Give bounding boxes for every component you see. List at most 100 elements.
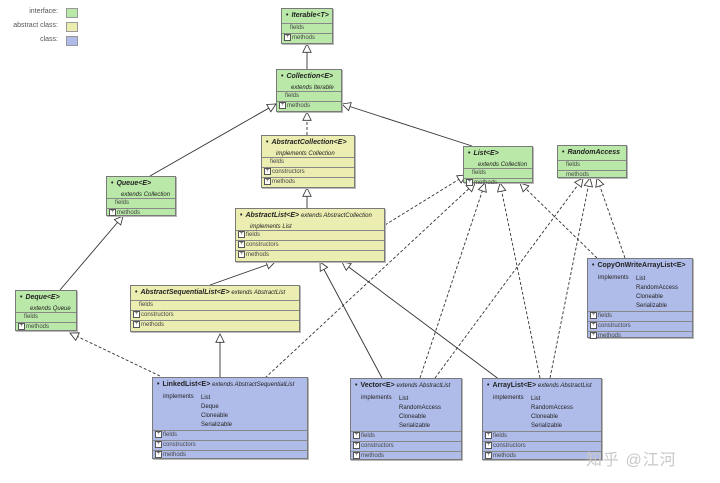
extends-line: extends AbstractList	[231, 290, 286, 296]
class-name: •AbstractCollection<E>	[266, 139, 347, 146]
methods-section[interactable]: +methods	[277, 101, 341, 111]
fields-section: fields	[282, 23, 332, 33]
methods-section[interactable]: +methods	[588, 331, 692, 341]
expand-icon[interactable]: +	[155, 441, 162, 448]
constructors-section[interactable]: +constructors	[588, 321, 692, 331]
legend-label: class:	[40, 36, 58, 43]
constructors-section[interactable]: +constructors	[236, 240, 384, 250]
methods-section[interactable]: +methods	[153, 450, 307, 460]
methods-section[interactable]: +methods	[262, 177, 354, 187]
expand-icon[interactable]: +	[485, 452, 492, 459]
node-copy-on-write-array-list[interactable]: •CopyOnWriteArrayList<E> implements List…	[587, 258, 693, 341]
expand-icon[interactable]: +	[353, 452, 360, 459]
fields-section[interactable]: +fields	[236, 230, 384, 240]
methods-section[interactable]: +methods	[351, 451, 461, 461]
expand-icon[interactable]: +	[155, 431, 162, 438]
implements-block: implements List RandomAccess Cloneable S…	[361, 395, 442, 429]
edge-vector-list	[419, 183, 485, 379]
fields-section: fields	[131, 300, 299, 310]
expand-icon[interactable]: +	[109, 209, 116, 216]
methods-section[interactable]: +methods	[464, 178, 532, 188]
expand-icon[interactable]: +	[485, 432, 492, 439]
implements-block: implements List RandomAccess Cloneable S…	[598, 275, 679, 309]
constructors-section[interactable]: +constructors	[262, 167, 354, 177]
class-name: •Queue<E>	[111, 180, 152, 187]
expand-icon[interactable]: +	[238, 251, 245, 258]
expand-icon[interactable]: +	[238, 231, 245, 238]
extends-line: extends Iterable	[291, 85, 334, 91]
expand-icon[interactable]: +	[133, 321, 140, 328]
node-random-access[interactable]: •RandomAccess fields methods	[557, 145, 627, 178]
node-collection[interactable]: •Collection<E> extends Iterable fields +…	[276, 69, 342, 112]
class-name: •RandomAccess	[562, 149, 620, 156]
legend-interface: interface:	[6, 6, 86, 20]
fields-section[interactable]: +fields	[588, 311, 692, 321]
methods-section: methods	[558, 170, 626, 180]
legend: interface: abstract class: class:	[6, 6, 86, 48]
edge-arraylist-list	[500, 183, 541, 379]
expand-icon[interactable]: +	[485, 442, 492, 449]
class-name: •Deque<E>	[20, 294, 60, 301]
fields-section[interactable]: +fields	[483, 431, 601, 441]
class-name: •Collection<E>	[281, 73, 334, 80]
node-iterable[interactable]: •Iterable<T> fields +methods	[281, 8, 333, 44]
node-queue[interactable]: •Queue<E> extends Collection fields +met…	[106, 176, 176, 216]
fields-section[interactable]: +fields	[153, 430, 307, 440]
fields-section: fields	[107, 198, 175, 208]
node-linked-list[interactable]: •LinkedList<E> extends AbstractSequentia…	[152, 377, 308, 459]
constructors-section[interactable]: +constructors	[351, 441, 461, 451]
fields-section: fields	[262, 157, 354, 167]
node-abstract-collection[interactable]: •AbstractCollection<E> implements Collec…	[261, 135, 355, 188]
legend-abstract-class: abstract class:	[6, 20, 86, 34]
expand-icon[interactable]: +	[284, 34, 291, 41]
edge-linkedlist-list	[264, 183, 475, 379]
class-name: •AbstractList<E>	[240, 212, 300, 219]
expand-icon[interactable]: +	[264, 178, 271, 185]
edge-abstractlist-list	[384, 175, 466, 226]
expand-icon[interactable]: +	[590, 312, 597, 319]
class-name: •AbstractSequentialList<E>	[135, 289, 230, 296]
extends-line: extends Collection	[478, 162, 528, 168]
constructors-section[interactable]: +constructors	[483, 441, 601, 451]
legend-class: class:	[6, 34, 86, 48]
extends-line: extends AbstractList	[396, 383, 451, 389]
expand-icon[interactable]: +	[18, 323, 25, 330]
edge-abstractsequentiallist-abstractlist	[209, 262, 275, 286]
node-deque[interactable]: •Deque<E> extends Queue fields +methods	[15, 290, 77, 331]
edge-copyonwrite-list	[520, 183, 598, 259]
methods-section[interactable]: +methods	[282, 33, 332, 43]
expand-icon[interactable]: +	[155, 451, 162, 458]
methods-section[interactable]: +methods	[483, 451, 601, 461]
methods-section[interactable]: +methods	[131, 320, 299, 330]
expand-icon[interactable]: +	[279, 102, 286, 109]
edge-linkedlist-deque	[70, 333, 161, 377]
expand-icon[interactable]: +	[264, 168, 271, 175]
node-list[interactable]: •List<E> extends Collection fields +meth…	[463, 146, 533, 186]
edge-list-collection	[342, 104, 473, 147]
methods-section[interactable]: +methods	[107, 208, 175, 218]
expand-icon[interactable]: +	[590, 332, 597, 339]
fields-section: fields	[464, 168, 532, 178]
expand-icon[interactable]: +	[590, 322, 597, 329]
legend-swatch-interface	[66, 8, 78, 18]
expand-icon[interactable]: +	[353, 432, 360, 439]
methods-section[interactable]: +methods	[236, 250, 384, 260]
fields-section: fields	[558, 160, 626, 170]
node-abstract-sequential-list[interactable]: •AbstractSequentialList<E> extends Abstr…	[130, 285, 300, 332]
extends-line: extends AbstractList	[537, 383, 592, 389]
node-vector[interactable]: •Vector<E> extends AbstractList implemen…	[350, 378, 462, 460]
node-abstract-list[interactable]: •AbstractList<E> extends AbstractCollect…	[235, 208, 385, 262]
implements-block: implements List RandomAccess Cloneable S…	[493, 395, 574, 429]
methods-section[interactable]: +methods	[16, 322, 76, 332]
constructors-section[interactable]: +constructors	[153, 440, 307, 450]
extends-line: extends Collection	[121, 192, 171, 198]
expand-icon[interactable]: +	[133, 311, 140, 318]
edge-copyonwrite-randomaccess	[597, 178, 626, 259]
expand-icon[interactable]: +	[353, 442, 360, 449]
fields-section[interactable]: +fields	[351, 431, 461, 441]
node-array-list[interactable]: •ArrayList<E> extends AbstractList imple…	[482, 378, 602, 460]
expand-icon[interactable]: +	[466, 179, 473, 186]
constructors-section[interactable]: +constructors	[131, 310, 299, 320]
expand-icon[interactable]: +	[238, 241, 245, 248]
